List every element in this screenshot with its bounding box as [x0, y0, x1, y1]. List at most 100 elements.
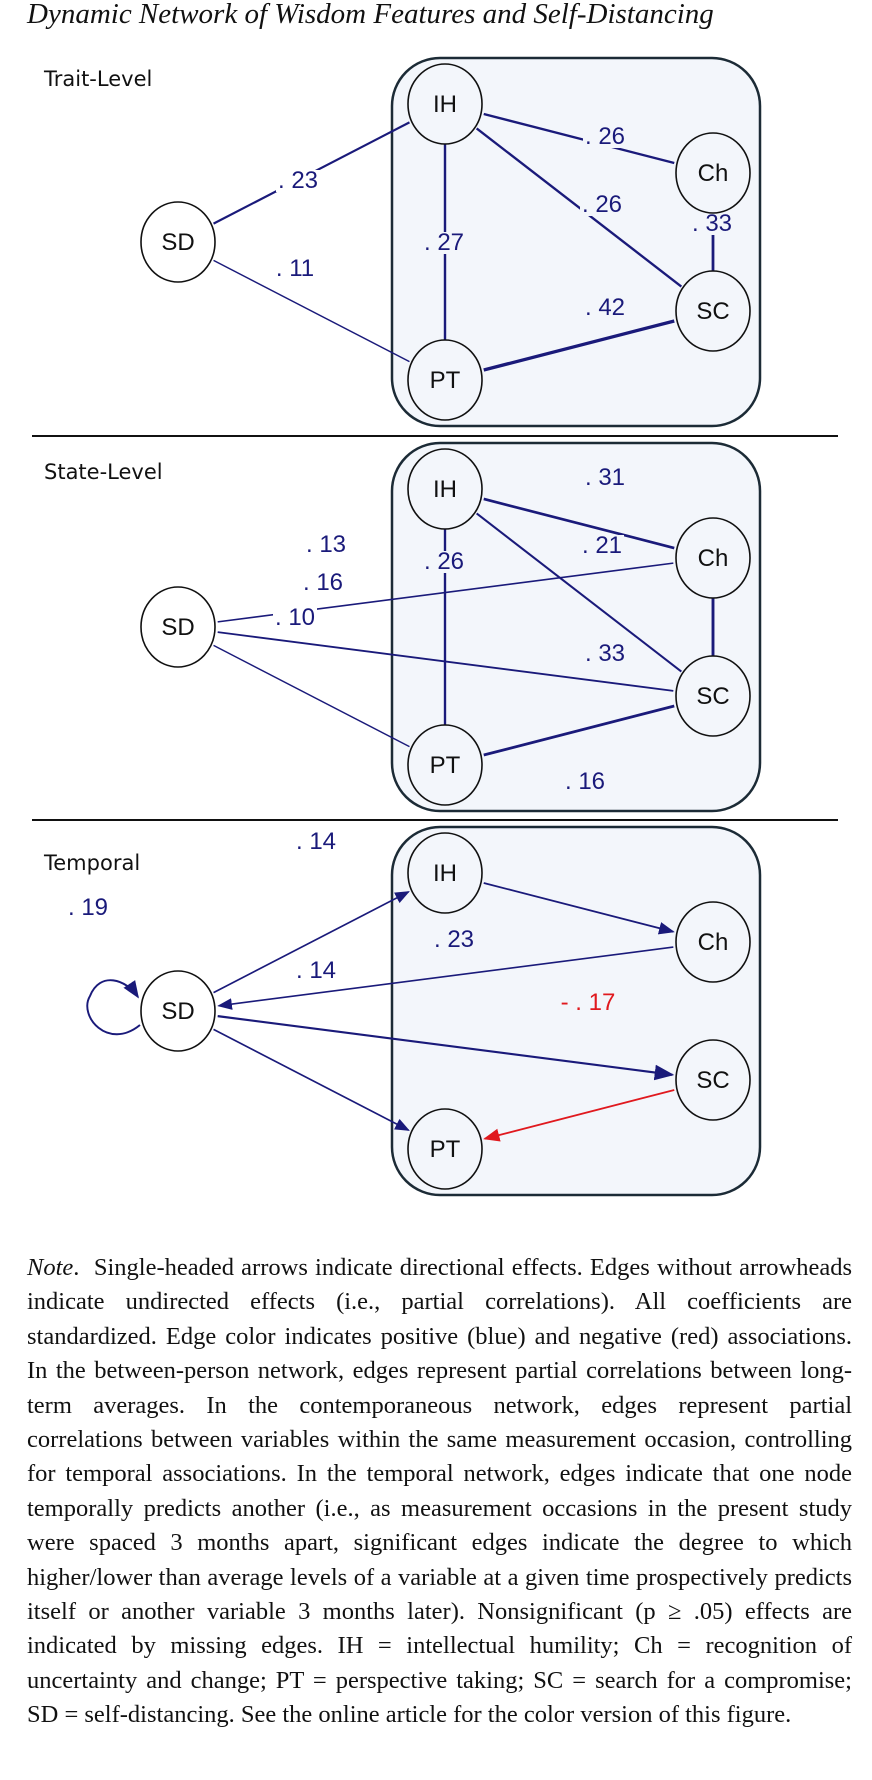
edge-sd-pt: . 10 [213, 604, 410, 748]
node-circle [140, 586, 216, 668]
node-pt: PT [407, 339, 483, 421]
edge-sc-pt: - . 17 [483, 989, 675, 1142]
node-label: SC [696, 298, 729, 325]
edge-line [483, 319, 675, 372]
edge-sd-pt: . 14 [213, 957, 410, 1131]
edge-line [483, 704, 675, 757]
node-circle [140, 201, 216, 283]
node-label: PT [430, 752, 461, 779]
edge-ih-ch: . 16 [483, 768, 675, 935]
node-circle [407, 724, 483, 806]
edge-label: - . 17 [561, 989, 616, 1016]
node-circle [140, 970, 216, 1052]
edge-line [483, 497, 675, 550]
edge-line [86, 979, 141, 1036]
edge-label: . 23 [278, 167, 318, 194]
edge-ch-sc: . 33 [690, 210, 734, 271]
edge-label-bg [294, 960, 338, 982]
node-label: SD [161, 614, 194, 641]
panel-state-level: State-Level. 13. 16. 10. 31. 21. 26. 35.… [44, 441, 762, 813]
edge-label-bg [273, 607, 317, 629]
note-lead: Note [27, 1254, 74, 1281]
node-ch: Ch [675, 901, 751, 983]
node-circle [675, 132, 751, 214]
edge-label-bg [276, 170, 320, 192]
edge-line [476, 512, 682, 673]
node-label: IH [433, 860, 457, 887]
edge-label: . 26 [424, 548, 464, 575]
node-ih: IH [407, 832, 483, 914]
panel-trait-level: Trait-Level. 23. 11. 26. 26. 27. 33. 42I… [43, 56, 762, 428]
edge-label: . 14 [296, 828, 336, 855]
edge-line [475, 127, 683, 288]
node-pt: PT [407, 1108, 483, 1190]
node-ch: Ch [675, 132, 751, 214]
node-label: Ch [698, 929, 729, 956]
edge-pt-sc: . 33 [483, 640, 675, 757]
node-circle [407, 448, 483, 530]
node-label: IH [433, 476, 457, 503]
node-ih: IH [407, 448, 483, 530]
edge-label-bg [294, 831, 338, 853]
node-sc: SC [675, 270, 751, 352]
edge-label: . 33 [585, 640, 625, 667]
edge-label: . 26 [582, 191, 622, 218]
edge-label: . 31 [585, 464, 625, 491]
edge-label: . 14 [296, 957, 336, 984]
node-label: SC [696, 1067, 729, 1094]
edge-label: . 13 [306, 531, 346, 558]
node-label: PT [430, 1136, 461, 1163]
edge-label: . 16 [303, 569, 343, 596]
edge-label: . 16 [565, 768, 605, 795]
edge-label: . 33 [692, 210, 732, 237]
edge-label: . 23 [434, 926, 474, 953]
panel-label: State-Level [44, 460, 163, 484]
edge-sd-pt: . 11 [213, 255, 410, 363]
panel-temporal: Temporal. 19. 14. 14. 23. 14. 16- . 17IH… [43, 768, 762, 1197]
node-group-box [390, 441, 762, 813]
edge-sd-ih: . 23 [213, 121, 410, 225]
edge-line [483, 1089, 675, 1142]
edge-label: . 21 [582, 532, 622, 559]
node-label: Ch [698, 545, 729, 572]
node-sc: SC [675, 1039, 751, 1121]
panel-label: Trait-Level [43, 67, 152, 91]
edge-label: . 27 [424, 229, 464, 256]
edge-label-bg [563, 771, 607, 793]
edge-line [213, 1028, 410, 1131]
node-label: Ch [698, 160, 729, 187]
edge-label-bg [583, 126, 627, 148]
edge-line [213, 259, 410, 363]
edge-ih-sc: . 21 [476, 512, 682, 673]
node-circle [407, 1108, 483, 1190]
edge-line [483, 112, 675, 165]
node-circle [407, 832, 483, 914]
node-circle [675, 655, 751, 737]
edge-label: . 26 [585, 123, 625, 150]
node-circle [675, 1039, 751, 1121]
edge-label-bg [580, 194, 624, 216]
edge-line [213, 644, 410, 748]
edge-pt-sc: . 42 [483, 294, 675, 372]
network-figure: Trait-Level . 23 . 11 . 26 . 26 . 27 . 33 . 42 I… [32, 56, 838, 1197]
edge-ih-ch: . 26 [483, 112, 675, 165]
panel-label: Temporal [43, 851, 140, 875]
edge-label-bg [432, 929, 476, 951]
node-pt: PT [407, 724, 483, 806]
node-label: SD [161, 229, 194, 256]
node-label: SD [161, 998, 194, 1025]
note-text: Single-headed arrows indicate directiona… [27, 1254, 852, 1729]
edge-ih-pt: . 26 [422, 529, 466, 725]
edge-label-bg [422, 551, 466, 573]
edge-line [217, 1015, 675, 1081]
node-circle [407, 339, 483, 421]
edge-label: . 11 [276, 255, 314, 282]
node-circle [675, 901, 751, 983]
node-label: PT [430, 367, 461, 394]
node-circle [407, 63, 483, 145]
edge-ih-pt: . 27 [422, 144, 466, 340]
edge-ih-ch: . 31 [483, 464, 675, 550]
edge-label-bg [583, 643, 627, 665]
edge-sd-sc: . 23 [217, 926, 675, 1081]
node-label: SC [696, 683, 729, 710]
